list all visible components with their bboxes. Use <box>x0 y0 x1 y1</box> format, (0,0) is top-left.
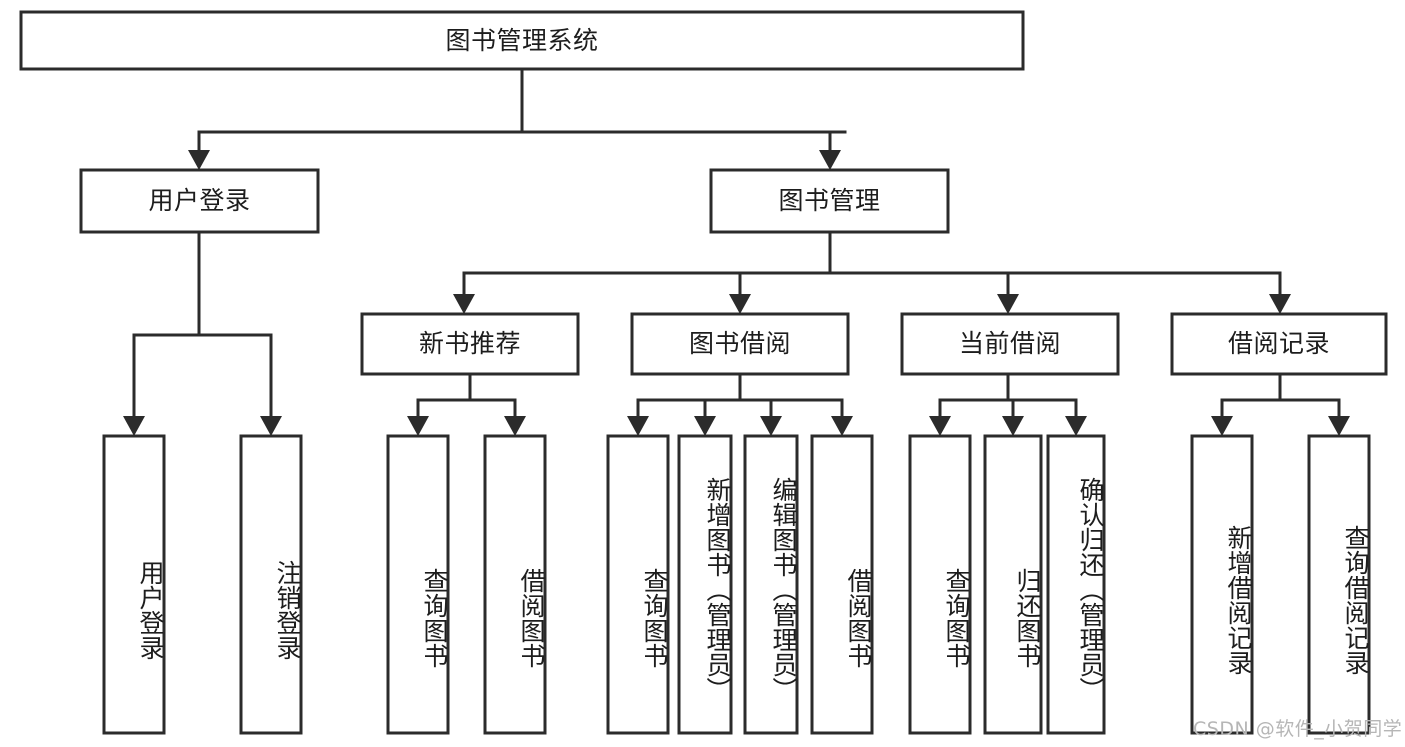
node-box-leaf-user-logout[interactable] <box>239 434 303 735</box>
csdn-watermark: CSDN @软件_小贺同学 <box>1193 718 1403 740</box>
node-box-book-management[interactable] <box>709 168 950 234</box>
node-box-root[interactable] <box>19 10 1025 71</box>
node-box-leaf-user-login[interactable] <box>102 434 166 735</box>
node-box-book-borrow[interactable] <box>630 312 850 376</box>
connectors-bookmgmt-to-level2 <box>453 230 1291 314</box>
node-box-leaf-borrow-book-recommend[interactable] <box>483 434 547 735</box>
connectors-userlogin-to-leaves <box>123 230 282 436</box>
node-box-current-borrow[interactable] <box>900 312 1120 376</box>
node-box-user-login[interactable] <box>79 168 320 234</box>
node-box-leaf-query-book-current[interactable] <box>908 434 972 735</box>
node-box-leaf-confirm-return[interactable] <box>1046 434 1106 735</box>
connectors-root-to-level1 <box>188 67 847 170</box>
node-box-leaf-add-borrow-record[interactable] <box>1190 434 1254 735</box>
node-box-leaf-query-borrow-record[interactable] <box>1307 434 1371 735</box>
node-box-leaf-query-book-borrow[interactable] <box>606 434 670 735</box>
node-box-borrow-record[interactable] <box>1170 312 1388 376</box>
node-box-leaf-edit-book[interactable] <box>743 434 799 735</box>
node-box-leaf-query-book-recommend[interactable] <box>386 434 450 735</box>
connectors-currentborrow-to-leaves <box>929 372 1087 436</box>
connectors-newbook-to-leaves <box>407 372 526 436</box>
node-box-leaf-add-book[interactable] <box>677 434 733 735</box>
node-box-leaf-return-book[interactable] <box>983 434 1043 735</box>
connectors-bookborrow-to-leaves <box>627 372 853 436</box>
node-box-new-book-recommend[interactable] <box>360 312 580 376</box>
node-box-leaf-borrow-book[interactable] <box>810 434 874 735</box>
connectors-borrowrecord-to-leaves <box>1211 372 1350 436</box>
